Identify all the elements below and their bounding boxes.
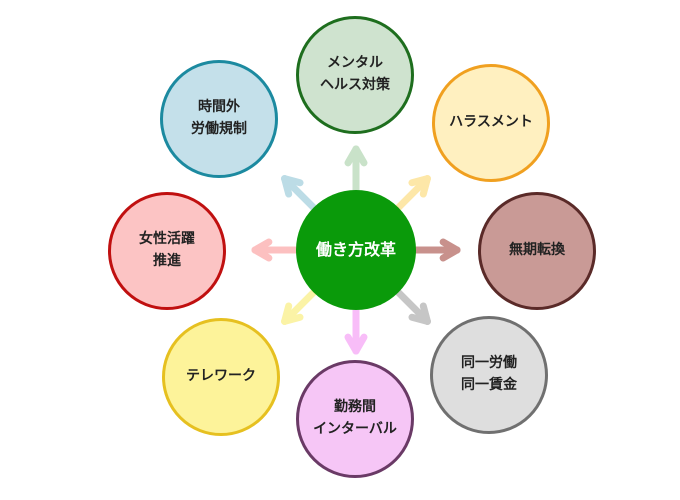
arrow-right — [412, 238, 461, 262]
node-telework: テレワーク — [162, 318, 280, 436]
arrow-left — [251, 238, 300, 262]
arrow-up — [344, 145, 368, 194]
arrow-down-right — [394, 288, 431, 325]
node-mental-health: メンタル ヘルス対策 — [296, 16, 414, 134]
arrow-down-left — [281, 288, 318, 325]
arrow-up-right — [394, 175, 431, 212]
arrow-down — [344, 306, 368, 355]
node-kinmu: 勤務間 インターバル — [296, 360, 414, 478]
center-circle: 働き方改革 — [296, 190, 416, 310]
node-harassment: ハラスメント — [432, 64, 550, 182]
node-josei: 女性活躍 推進 — [108, 192, 226, 310]
arrow-up-left — [281, 175, 318, 212]
node-jikangai: 時間外 労働規制 — [160, 60, 278, 178]
node-mukiten: 無期転換 — [478, 192, 596, 310]
node-douitsu: 同一労働 同一賃金 — [430, 316, 548, 434]
